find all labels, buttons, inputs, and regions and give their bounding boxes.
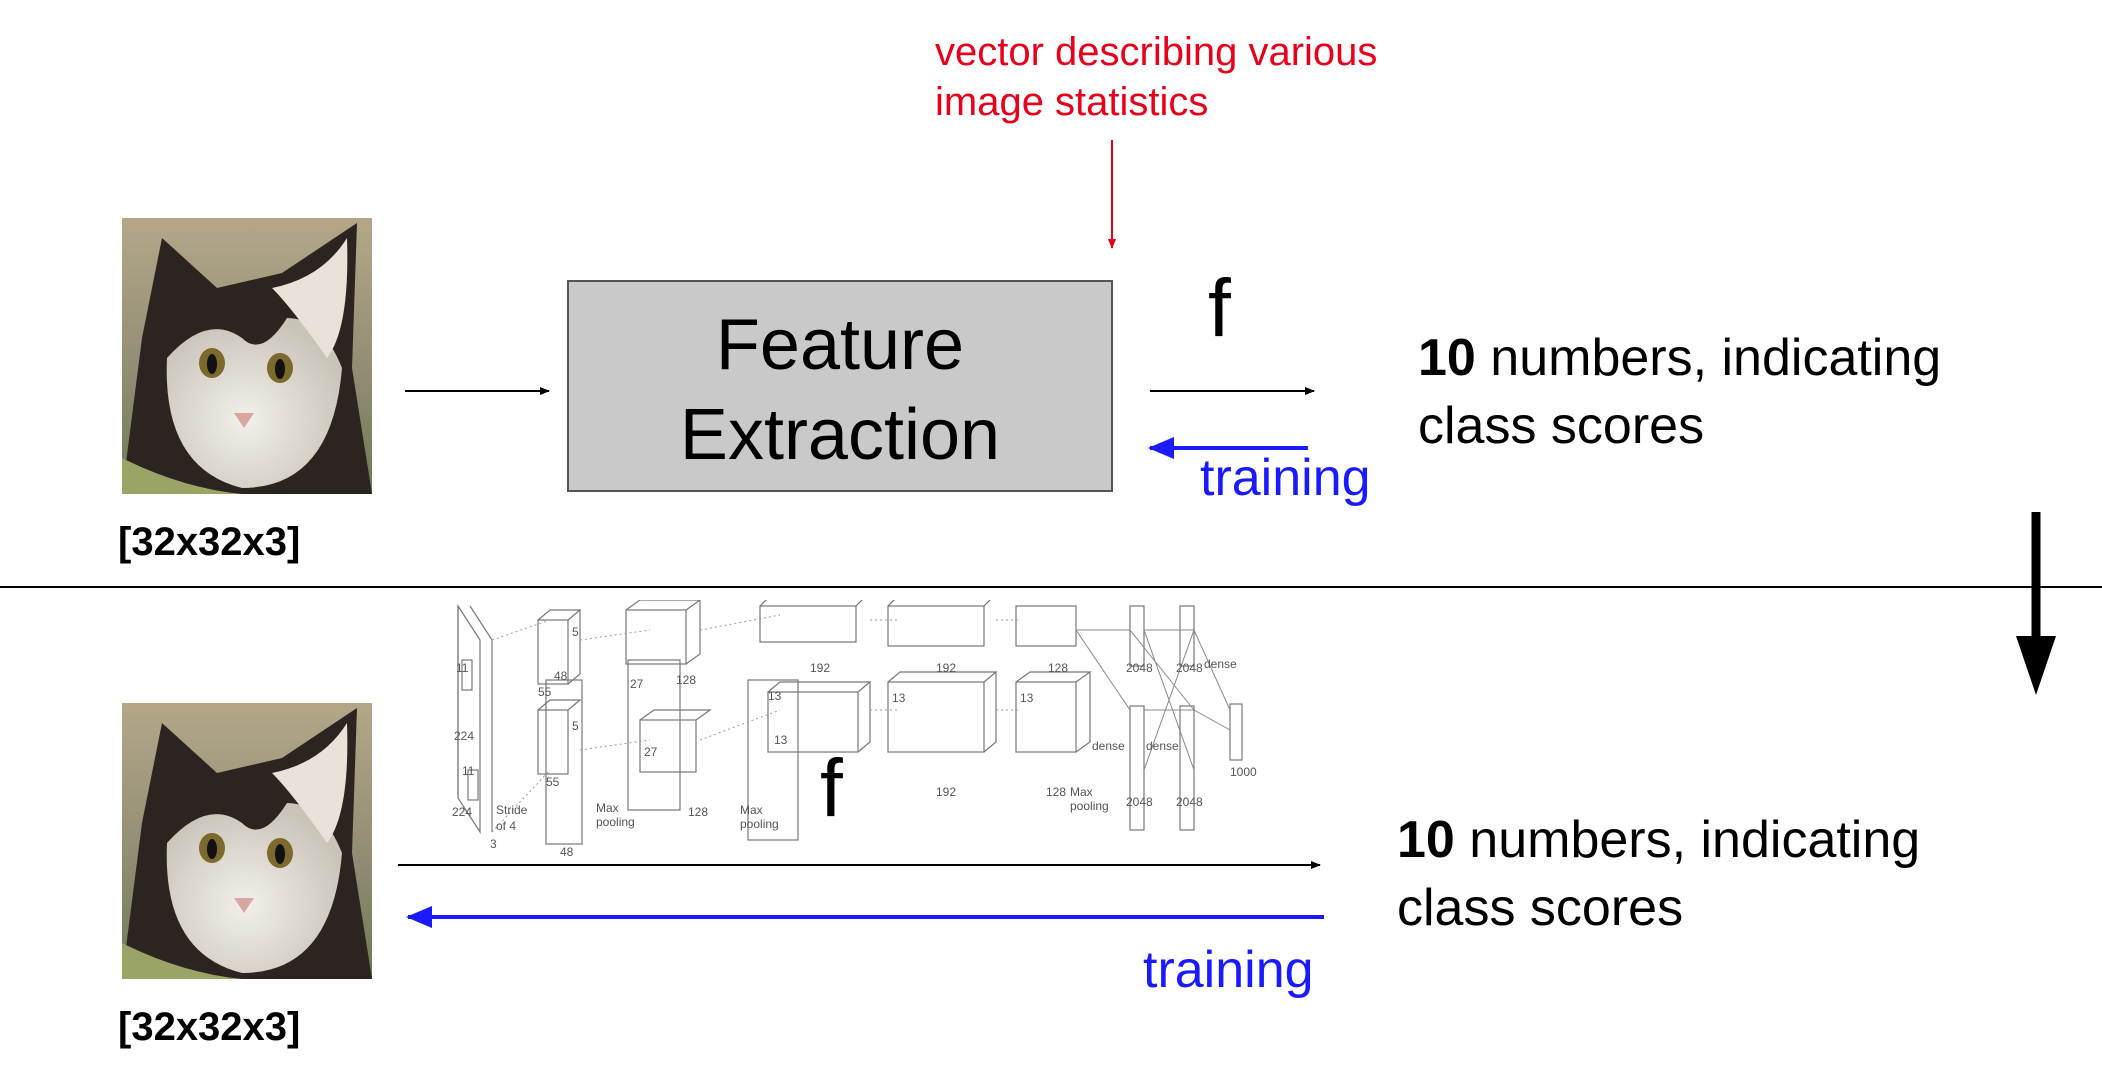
feature-annotation: vector describing various image statisti… — [935, 27, 1377, 127]
down-arrow-icon — [2016, 636, 2056, 695]
annotation-line-1: vector describing various — [935, 30, 1378, 74]
net-label-128a: 128 — [676, 673, 696, 687]
bottom-scores-line-1: 10 numbers, indicating — [1397, 806, 1920, 874]
net-label-2048c: 2048 — [1126, 795, 1153, 809]
bottom-scores-text: 10 numbers, indicating class scores — [1397, 806, 1920, 942]
bottom-f-label: f — [820, 743, 843, 834]
net-label-5a: 5 — [572, 625, 579, 639]
bottom-image-dims: [32x32x3] — [118, 1005, 301, 1049]
net-label-13a: 13 — [768, 689, 782, 703]
feature-extraction-box: Feature Extraction — [567, 280, 1113, 492]
net-label-48a: 48 — [554, 669, 568, 683]
cat-photo-icon — [122, 703, 372, 979]
net-label-128b: 128 — [688, 805, 708, 819]
net-label-55b: 55 — [546, 775, 560, 789]
bottom-scores-rest: numbers, indicating — [1454, 811, 1921, 869]
net-label-dense-a: dense — [1204, 657, 1237, 671]
box-line-2: Extraction — [679, 395, 1001, 475]
top-scores-rest: numbers, indicating — [1475, 329, 1942, 387]
box-line-1: Feature — [715, 305, 965, 385]
net-label-2048b: 2048 — [1176, 661, 1203, 675]
top-scores-line-2: class scores — [1418, 397, 1705, 455]
top-training-label: training — [1200, 449, 1371, 507]
net-label-13b: 13 — [774, 733, 788, 747]
top-f-label: f — [1208, 263, 1231, 354]
bottom-cat-image — [122, 703, 372, 979]
net-label-27a: 27 — [630, 677, 644, 691]
net-label-pooling-b: pooling — [740, 817, 779, 831]
net-label-2048a: 2048 — [1126, 661, 1153, 675]
net-label-1000: 1000 — [1230, 765, 1257, 779]
annotation-line-2: image statistics — [935, 80, 1209, 124]
net-label-11b: 11 — [462, 764, 475, 778]
net-label-5b: 5 — [572, 719, 579, 733]
convnet-architecture-icon: 11 11 224 224 Stride of 4 3 5 5 55 55 48… — [452, 600, 1257, 859]
feature-extraction-label: Feature Extraction — [569, 282, 1111, 480]
net-label-of4: of 4 — [496, 819, 516, 833]
net-label-192a: 192 — [810, 661, 830, 675]
net-label-13d: 13 — [1020, 691, 1034, 705]
net-label-55a: 55 — [538, 685, 552, 699]
net-label-192c: 192 — [936, 785, 956, 799]
net-label-max-b: Max — [740, 803, 763, 817]
net-label-128d: 128 — [1046, 785, 1066, 799]
net-label-max-c: Max — [1070, 785, 1093, 799]
net-label-192b: 192 — [936, 661, 956, 675]
net-label-dense-c: dense — [1146, 739, 1179, 753]
net-label-48b: 48 — [560, 845, 574, 859]
bottom-scores-count: 10 — [1397, 811, 1455, 869]
top-scores-text: 10 numbers, indicating class scores — [1418, 324, 1941, 460]
net-label-11a: 11 — [456, 661, 469, 675]
net-label-stride: Stride — [496, 803, 528, 817]
net-label-dense-b: dense — [1092, 739, 1125, 753]
net-label-224b: 224 — [452, 805, 472, 819]
top-scores-count: 10 — [1418, 329, 1476, 387]
net-label-128c: 128 — [1048, 661, 1068, 675]
net-label-pooling-c: pooling — [1070, 799, 1109, 813]
bottom-training-label: training — [1143, 941, 1314, 999]
net-label-13c: 13 — [892, 691, 906, 705]
net-label-max-a: Max — [596, 801, 619, 815]
net-label-pooling-a: pooling — [596, 815, 635, 829]
net-label-2048d: 2048 — [1176, 795, 1203, 809]
top-cat-image — [122, 218, 372, 494]
cat-photo-icon — [122, 218, 372, 494]
bottom-scores-line-2: class scores — [1397, 879, 1684, 937]
net-label-3: 3 — [490, 837, 497, 851]
net-label-27b: 27 — [644, 745, 658, 759]
net-label-224a: 224 — [454, 729, 474, 743]
top-scores-line-1: 10 numbers, indicating — [1418, 324, 1941, 392]
top-image-dims: [32x32x3] — [118, 520, 301, 564]
